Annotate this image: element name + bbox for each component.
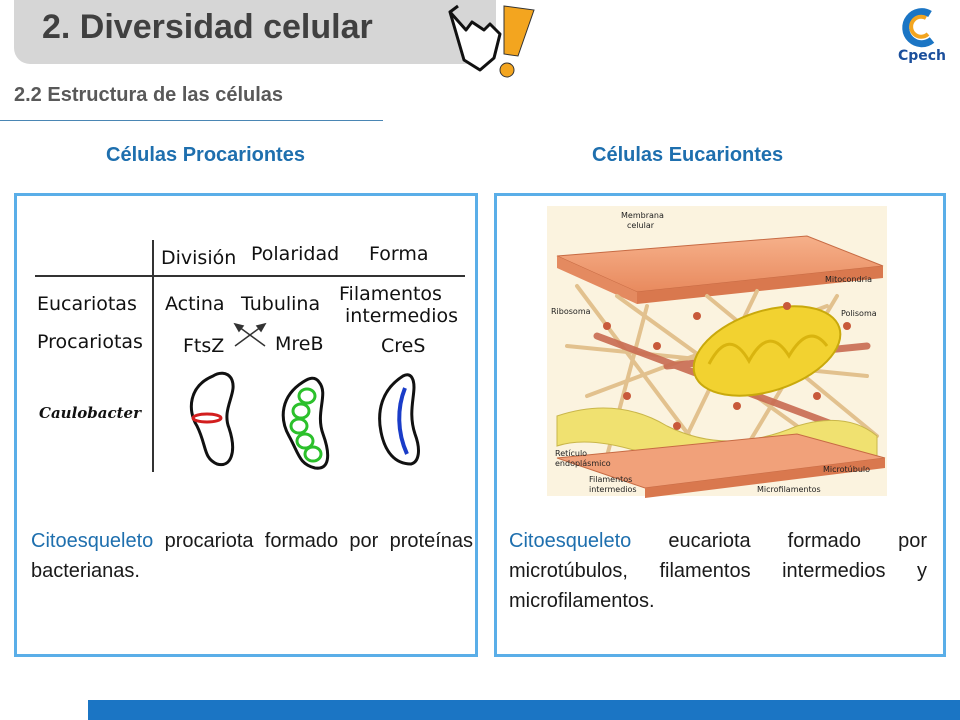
svg-text:Cpech: Cpech	[898, 48, 946, 64]
procariota-description-text: procariota formado por proteínas bacteri…	[31, 530, 473, 582]
label-reticulo-2: endoplásmico	[555, 459, 611, 468]
header-forma: Forma	[369, 243, 429, 265]
eucariota-cytoskeleton-figure: Membrana celular Mitocondria Ribosoma Po…	[547, 206, 887, 498]
label-microtubulo: Microtúbulo	[823, 465, 870, 474]
cell-intermedios: intermedios	[345, 305, 458, 327]
procariota-cytoskeleton-figure: División Polaridad Forma Eucariotas Acti…	[35, 240, 465, 472]
cell-ftsz: FtsZ	[183, 335, 224, 357]
procariota-panel: División Polaridad Forma Eucariotas Acti…	[14, 193, 478, 657]
procariota-description: Citoesqueleto procariota formado por pro…	[31, 526, 473, 586]
cpech-logo: Cpech	[898, 8, 946, 64]
section-subtitle: 2.2 Estructura de las células	[14, 84, 284, 106]
label-ribosoma: Ribosoma	[551, 307, 591, 316]
cell-tubulina: Tubulina	[240, 293, 320, 315]
subtitle-underline	[0, 120, 383, 121]
cross-arrows-icon	[233, 322, 267, 347]
cell-cres: CreS	[381, 335, 425, 357]
label-reticulo: Retículo	[555, 449, 587, 458]
label-mitocondria: Mitocondria	[825, 275, 872, 284]
caulobacter-cres-cell	[378, 373, 420, 466]
eucariota-panel: Membrana celular Mitocondria Ribosoma Po…	[494, 193, 946, 657]
row-label-procariotas: Procariotas	[37, 331, 143, 353]
header-polaridad: Polaridad	[251, 243, 339, 265]
label-membrana-2: celular	[627, 221, 655, 230]
cell-actina: Actina	[165, 293, 225, 315]
label-membrana: Membrana	[621, 211, 664, 220]
eucariota-description: Citoesqueleto eucariota formado por micr…	[509, 526, 927, 616]
pointing-hand-icon	[448, 4, 535, 78]
row-label-eucariotas: Eucariotas	[37, 293, 137, 315]
label-filamentos: Filamentos	[589, 475, 632, 484]
cell-mreb: MreB	[275, 333, 324, 355]
cell-filamentos: Filamentos	[339, 283, 442, 305]
mitochondrion-shape	[692, 305, 842, 397]
header-division: División	[161, 247, 236, 269]
keyword-citoesqueleto: Citoesqueleto	[31, 530, 154, 552]
heading-procariontes: Células Procariontes	[106, 144, 305, 166]
organism-caulobacter: Caulobacter	[39, 404, 142, 422]
page-title: 2. Diversidad celular	[42, 8, 373, 46]
eucariota-description-text: eucariota formado por microtúbulos, fila…	[509, 530, 927, 612]
title-bar: 2. Diversidad celular	[14, 0, 496, 64]
keyword-citoesqueleto-2: Citoesqueleto	[509, 530, 632, 552]
caulobacter-ftsz-cell	[189, 371, 235, 467]
label-polisoma: Polisoma	[841, 309, 877, 318]
footer-bar	[88, 700, 960, 720]
label-microfilamentos: Microfilamentos	[757, 485, 821, 494]
label-filamentos-2: intermedios	[589, 485, 637, 494]
caulobacter-mreb-cell	[281, 376, 330, 470]
heading-eucariontes: Células Eucariontes	[592, 144, 784, 166]
